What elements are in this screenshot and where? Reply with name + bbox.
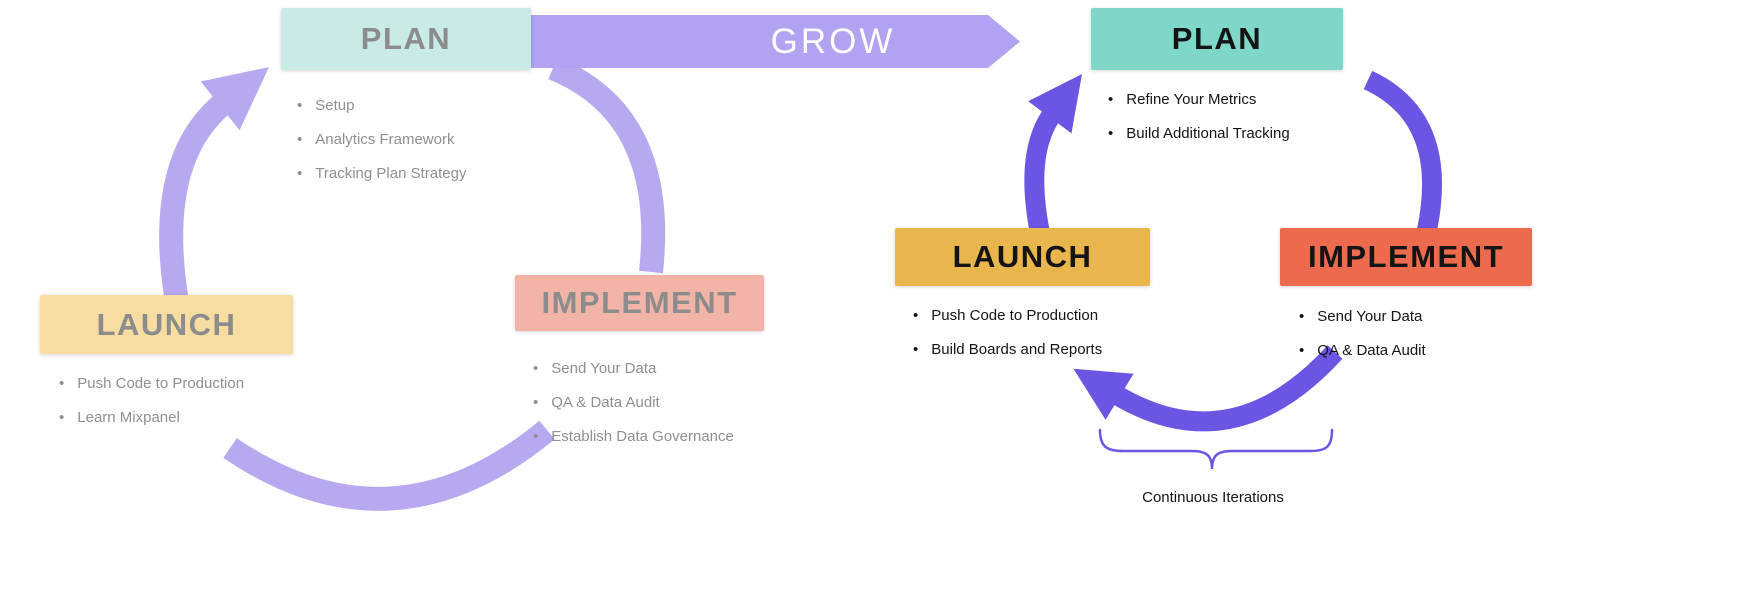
right-arrow-plan-to-implement [1363,70,1443,233]
left-launch-title: LAUNCH [96,306,237,342]
left-plan-list: Setup Analytics Framework Tracking Plan … [297,88,466,190]
right-launch-title: LAUNCH [952,239,1093,274]
list-item: Push Code to Production [59,366,244,400]
left-arrow-launch-to-plan [159,67,269,311]
left-plan-box: PLAN [281,8,531,70]
left-launch-list: Push Code to Production Learn Mixpanel [59,366,244,434]
list-item: Analytics Framework [297,122,466,156]
right-plan-title: PLAN [1171,21,1263,56]
right-arrow-implement-to-launch [1073,345,1343,432]
left-arrow-plan-to-implement [548,56,666,274]
left-launch-box: LAUNCH [40,295,293,354]
list-item: Send Your Data [1299,299,1426,333]
right-launch-list: Push Code to Production Build Boards and… [913,298,1102,366]
continuous-iterations-brace [1098,428,1334,470]
continuous-iterations-caption: Continuous Iterations [1142,489,1284,506]
list-item: Refine Your Metrics [1108,82,1290,116]
list-item: Build Additional Tracking [1108,116,1289,150]
list-item: Send Your Data [533,351,734,385]
list-item: QA & Data Audit [1299,333,1425,367]
left-implement-title: IMPLEMENT [541,285,738,320]
right-launch-box: LAUNCH [895,228,1150,286]
right-plan-list: Refine Your Metrics Build Additional Tra… [1108,82,1290,150]
grow-label: GROW [770,21,896,61]
right-implement-box: IMPLEMENT [1280,228,1532,286]
left-arrow-implement-to-launch [223,420,555,511]
list-item: Push Code to Production [913,298,1102,332]
grow-arrow-banner: GROW [531,15,1020,68]
right-plan-box: PLAN [1091,8,1343,70]
list-item: Tracking Plan Strategy [297,156,466,190]
list-item: QA & Data Audit [533,385,734,419]
left-implement-box: IMPLEMENT [515,275,764,331]
right-implement-list: Send Your Data QA & Data Audit [1299,299,1426,367]
list-item: Build Boards and Reports [913,332,1102,366]
right-arrow-launch-to-plan [1024,73,1082,235]
left-plan-title: PLAN [360,21,452,56]
list-item: Establish Data Governance [533,419,734,453]
list-item: Setup [297,88,466,122]
list-item: Learn Mixpanel [59,400,244,434]
left-implement-list: Send Your Data QA & Data Audit Establish… [533,351,734,453]
right-implement-title: IMPLEMENT [1307,239,1505,274]
